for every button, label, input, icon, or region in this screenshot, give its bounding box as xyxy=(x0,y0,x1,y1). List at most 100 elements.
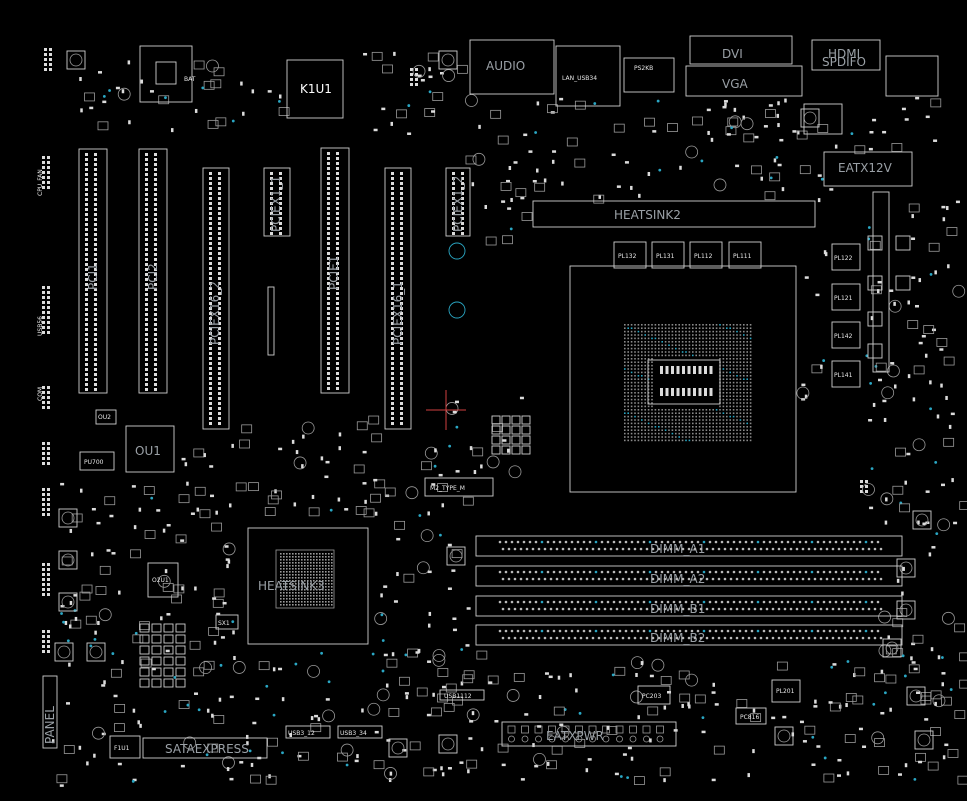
slot-pin xyxy=(85,283,88,286)
dimm-pin xyxy=(726,570,730,574)
pch-ball xyxy=(292,553,294,555)
smd-part xyxy=(440,71,445,75)
dimm-pin xyxy=(594,570,598,574)
smd-part xyxy=(222,601,227,605)
slot-pin xyxy=(400,207,403,210)
dimm-pin xyxy=(837,607,841,611)
capacitor xyxy=(206,59,219,73)
cpu-pad xyxy=(630,388,633,391)
slot-pin xyxy=(209,312,212,315)
smd-part xyxy=(941,205,946,209)
cpu-pad xyxy=(715,432,718,435)
pch-ball xyxy=(286,580,288,582)
slot-pin xyxy=(154,218,157,221)
via xyxy=(830,665,834,669)
slot-pin xyxy=(94,378,97,381)
cpu-pad xyxy=(726,422,728,425)
smd-part xyxy=(502,439,507,442)
cpu-pad xyxy=(651,402,653,404)
smd-part xyxy=(272,667,276,672)
cpu-pad xyxy=(634,364,636,367)
cpu-pad xyxy=(630,361,633,363)
slot-pin xyxy=(327,182,330,185)
dimm-pin xyxy=(543,607,547,611)
round-cap xyxy=(896,558,916,578)
dimm-pin xyxy=(687,607,691,611)
dimm-pin xyxy=(537,636,541,640)
pch-ball xyxy=(331,553,333,555)
cpu-pad xyxy=(654,436,657,438)
cpu-pad xyxy=(743,330,745,333)
smd-part xyxy=(80,108,83,113)
via xyxy=(329,508,333,512)
smd-part xyxy=(792,130,797,133)
cpu-pad xyxy=(647,347,650,350)
cpu-pad xyxy=(634,429,636,431)
slot-pin xyxy=(327,327,330,330)
pch-ball xyxy=(310,577,312,579)
cpu-pad xyxy=(664,419,667,421)
pch-ball xyxy=(295,571,297,573)
pch-ball xyxy=(325,589,327,591)
slot-pin xyxy=(154,233,157,236)
slot-pin xyxy=(270,222,273,225)
slot-pin xyxy=(145,388,148,391)
smd-part xyxy=(60,604,65,608)
cpu-pad xyxy=(651,344,653,346)
header-pin xyxy=(415,78,418,81)
cpu-pad xyxy=(654,354,657,357)
dimm-pin xyxy=(651,607,655,611)
header-pin xyxy=(47,311,50,314)
cpu-pad xyxy=(695,354,697,357)
smd-part xyxy=(361,708,364,713)
cpu-pad xyxy=(681,354,684,357)
header-pin xyxy=(47,316,50,319)
cpu-pad xyxy=(726,358,728,360)
cpu-pad xyxy=(729,334,731,336)
label-pciex1-2: PCIEX1_2 xyxy=(451,176,465,232)
smd-part xyxy=(930,647,934,652)
slot-pin xyxy=(85,303,88,306)
cpu-pad xyxy=(743,361,745,363)
header-pin xyxy=(42,452,45,455)
cpu-pad xyxy=(678,327,680,329)
cpu-pad xyxy=(647,405,650,408)
smd-part xyxy=(945,395,948,400)
header-pin xyxy=(47,650,50,653)
smd-part xyxy=(90,552,94,557)
cpu-pad xyxy=(726,371,728,374)
capacitor xyxy=(932,694,946,708)
cpu-pad xyxy=(722,358,725,360)
slot-pin xyxy=(85,308,88,311)
smd-part xyxy=(240,81,243,86)
slot-pin xyxy=(336,187,339,190)
slot-pin xyxy=(94,358,97,361)
dimm-pin xyxy=(714,600,718,604)
bank-cap xyxy=(175,667,186,677)
cpu-pad xyxy=(634,324,636,326)
cpu-pad xyxy=(685,324,687,326)
smd-outline xyxy=(817,124,829,133)
dimm-pin xyxy=(789,607,793,611)
pch-ball xyxy=(298,592,300,594)
cpu-pad xyxy=(624,381,626,384)
dimm-pin xyxy=(669,636,673,640)
cpu-pad xyxy=(627,419,629,421)
smd-outline xyxy=(85,615,97,625)
smd-part xyxy=(707,130,710,135)
pch-ball xyxy=(316,571,318,573)
slot-pin xyxy=(85,313,88,316)
dimm-pin xyxy=(843,636,847,640)
dimm-pin xyxy=(816,570,820,574)
dimm-pin xyxy=(774,540,778,544)
header-pin xyxy=(42,568,45,571)
cpu-pad xyxy=(651,327,653,329)
cpu-pad xyxy=(722,375,725,377)
pch-ball xyxy=(322,568,324,570)
label-m2: M2_TYPE_M xyxy=(430,485,465,492)
smd-part xyxy=(508,166,512,171)
cpu-pad xyxy=(661,419,663,421)
smd-outline xyxy=(660,676,672,685)
cpu-pad xyxy=(692,422,694,425)
dimm-pin xyxy=(708,570,712,574)
